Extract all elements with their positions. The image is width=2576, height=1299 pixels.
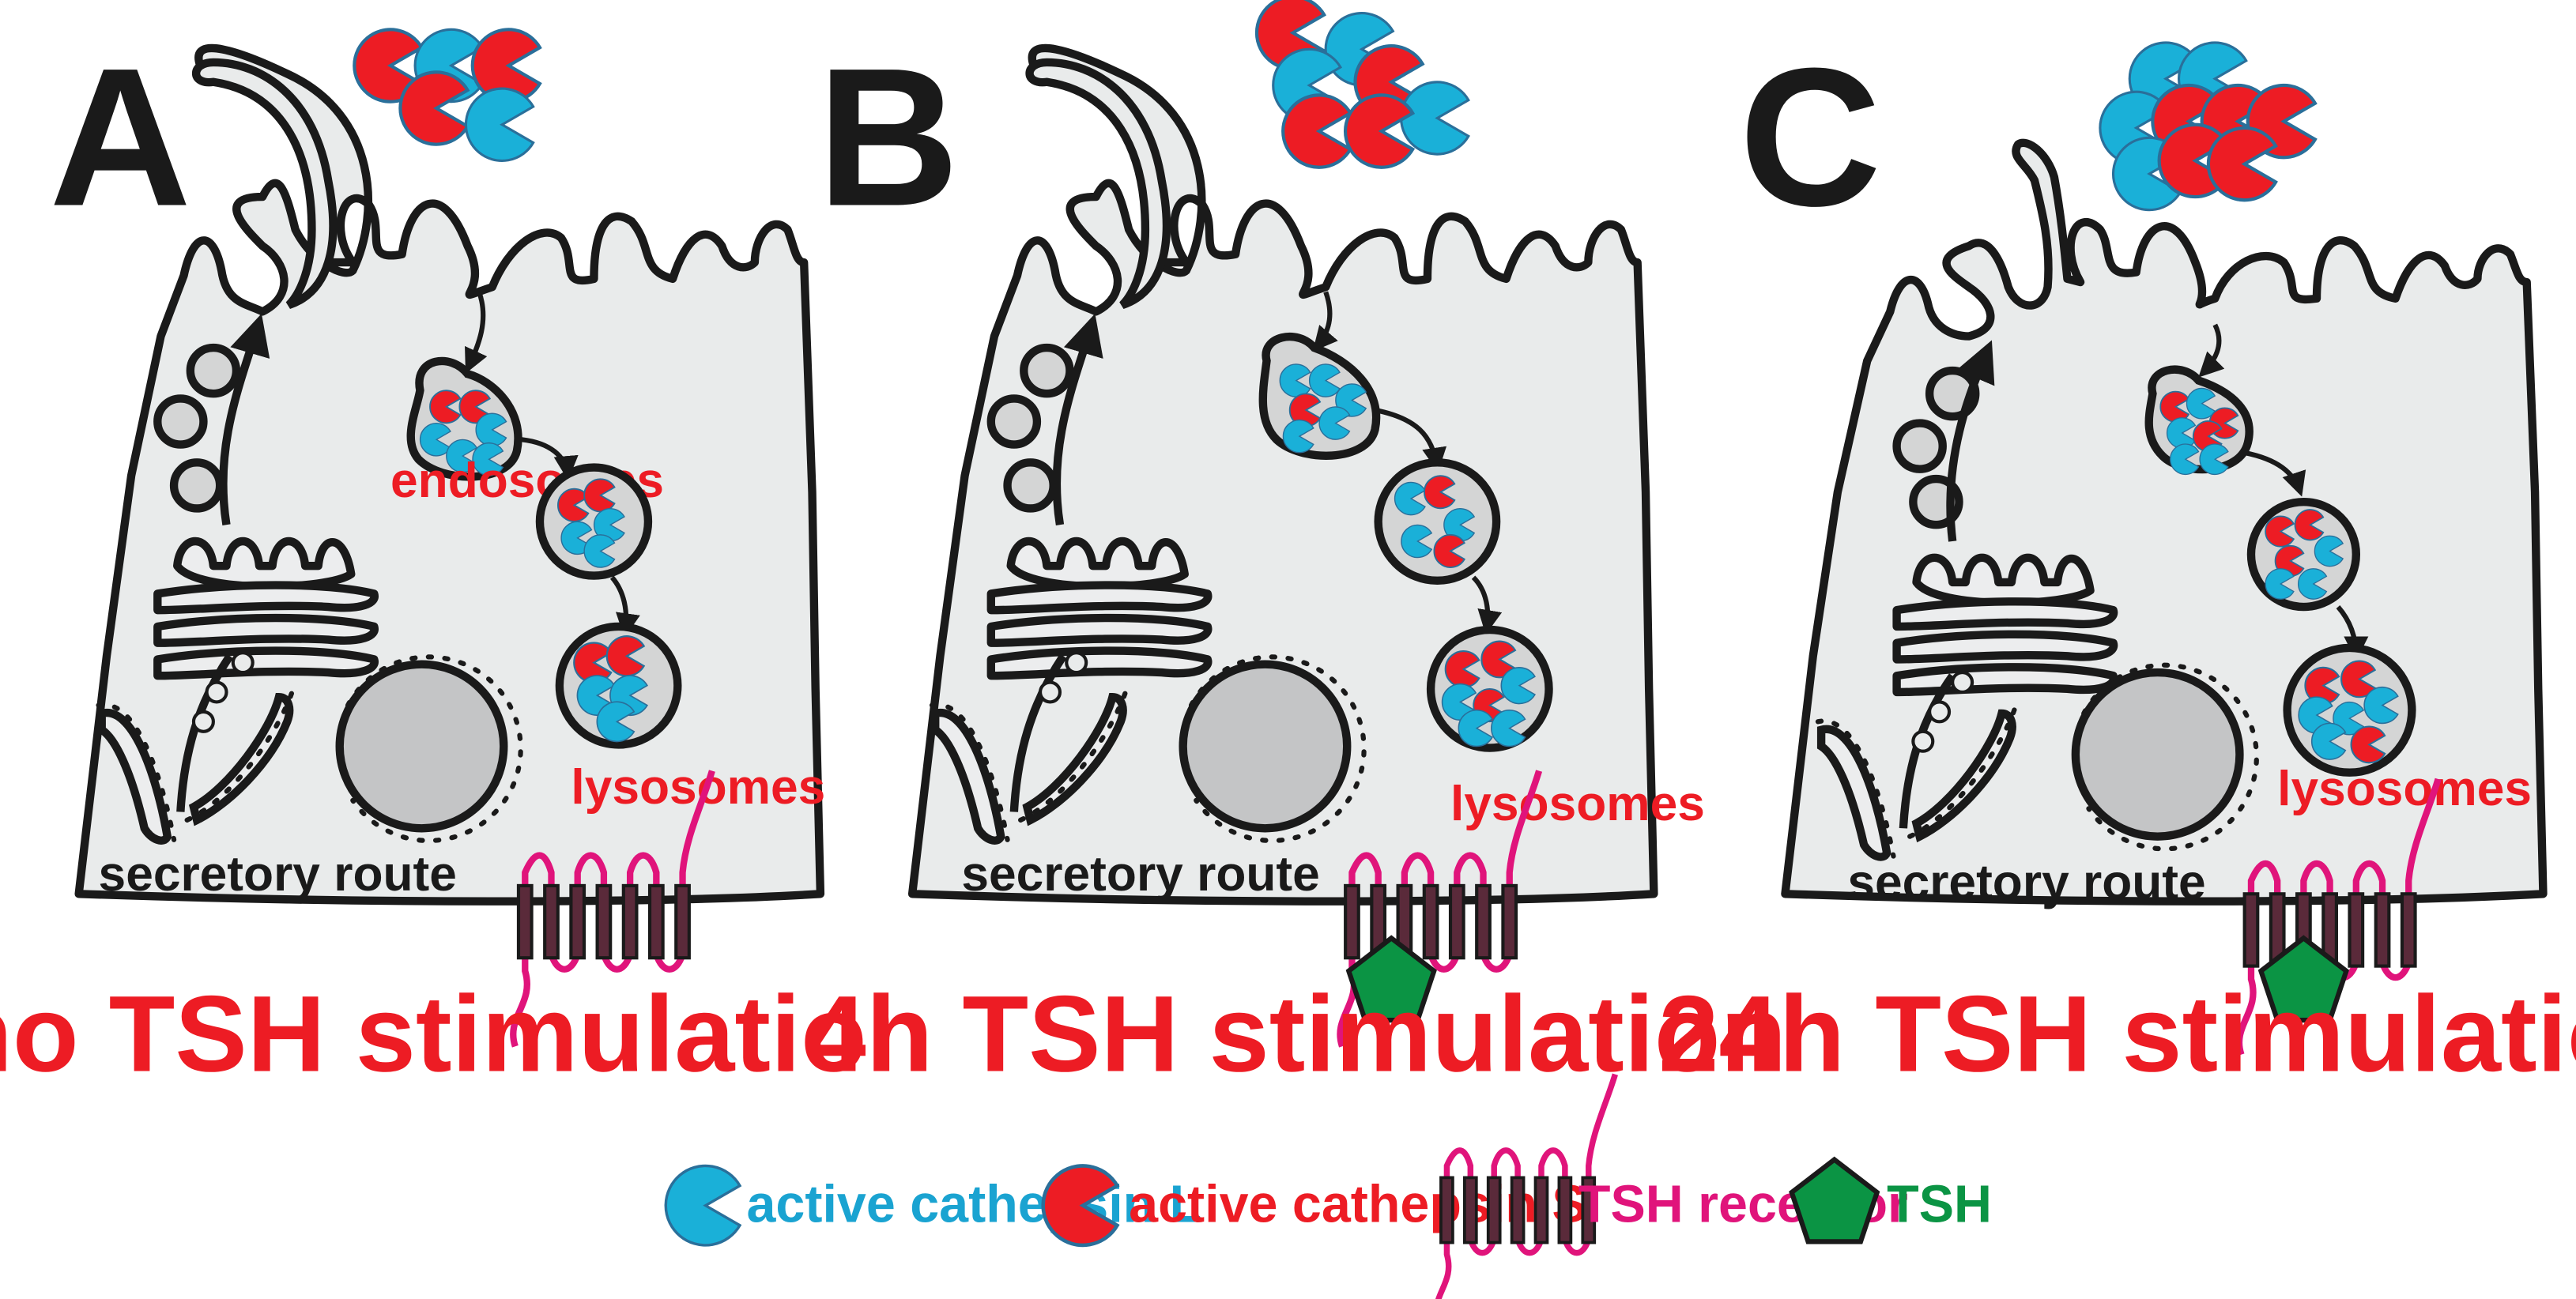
legend-tsh: TSH	[1887, 1175, 1992, 1233]
tsh-icon	[1792, 1160, 1877, 1242]
secretory-label-a: secretory route	[99, 847, 457, 902]
legend: active cathepsin L active cathepsin S TS…	[664, 1075, 1992, 1299]
golgi-a	[153, 537, 379, 680]
condition-a: no TSH stimulation	[0, 973, 933, 1094]
lysosomes-label-b: lysosomes	[1450, 777, 1705, 831]
lysosomes-label-c: lysosomes	[2277, 762, 2532, 816]
legend-cathepsin-l: active cathepsin L	[747, 1175, 1202, 1233]
panel-c: C	[1658, 27, 2576, 1094]
secretory-label-c: secretory route	[1847, 856, 2205, 910]
panel-b: B	[806, 0, 1787, 1094]
condition-b: 4h TSH stimulation	[806, 973, 1787, 1094]
panel-a: A	[0, 27, 933, 1094]
condition-c: 24h TSH stimulation	[1658, 973, 2576, 1094]
panel-letter-c: C	[1739, 27, 1881, 247]
cathepsin-l-icon	[664, 1164, 741, 1247]
panel-letter-b: B	[817, 27, 960, 247]
panel-letter-a: A	[49, 27, 191, 247]
secretory-label-b: secretory route	[961, 847, 1319, 902]
